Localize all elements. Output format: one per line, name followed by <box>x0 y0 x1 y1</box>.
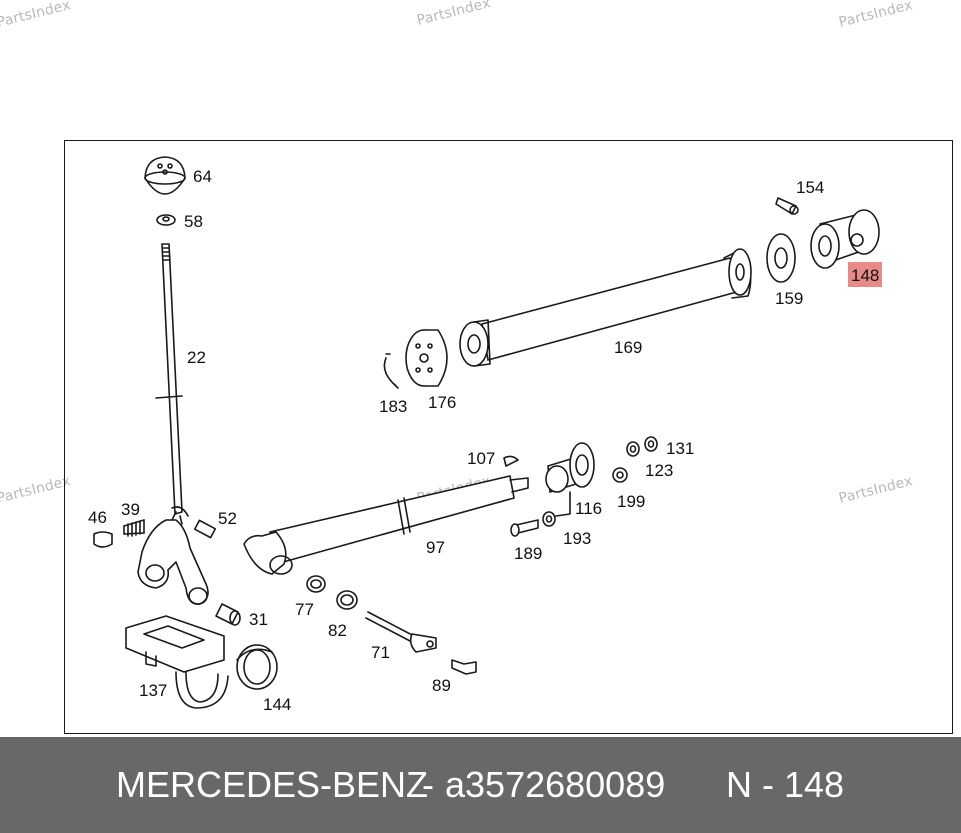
label-169: 169 <box>614 338 643 357</box>
bushing-part <box>215 603 241 626</box>
brand-name: MERCEDES-BENZ <box>116 764 429 805</box>
label-89: 89 <box>432 676 451 695</box>
screw-part <box>451 659 477 675</box>
label-183: 183 <box>379 397 408 416</box>
label-97: 97 <box>426 538 445 557</box>
label-189: 189 <box>514 544 543 563</box>
label-176: 176 <box>428 393 457 412</box>
grease-nipple-part <box>775 197 799 215</box>
label-116: 116 <box>575 499 603 518</box>
bracket-part <box>125 615 229 709</box>
label-193: 193 <box>563 529 592 548</box>
position-number: N - 148 <box>726 764 845 805</box>
label-39: 39 <box>121 500 140 519</box>
label-137: 137 <box>139 681 168 700</box>
flex-disc-part <box>405 329 448 387</box>
label-199: 199 <box>617 492 646 511</box>
label-148-highlighted: 148 <box>848 262 883 287</box>
label-144: 144 <box>263 695 292 714</box>
shift-lever-part <box>155 243 189 517</box>
washer-part <box>306 575 326 593</box>
label-52: 52 <box>218 509 237 528</box>
label-123: 123 <box>645 461 674 480</box>
gear-knob-part <box>144 156 186 195</box>
label-22: 22 <box>187 348 206 367</box>
label-159: 159 <box>775 289 804 308</box>
washer-part <box>542 511 556 527</box>
part-number: a3572680089 <box>445 764 666 805</box>
screw-part <box>193 519 217 539</box>
label-82: 82 <box>328 621 347 640</box>
flange-hub-part <box>545 442 595 517</box>
diagram-frame <box>64 140 953 734</box>
label-71: 71 <box>371 643 390 662</box>
footer-bar: MERCEDES-BENZ - a3572680089 N - 148 <box>0 737 961 833</box>
universal-joint-part <box>810 209 880 269</box>
label-64: 64 <box>193 167 212 186</box>
spring-part <box>123 519 145 537</box>
label-131: 131 <box>666 439 695 458</box>
separator: - <box>422 764 434 805</box>
pin-part <box>365 611 437 653</box>
ring-part <box>236 644 278 690</box>
lever-fork-part <box>137 511 209 605</box>
flange-plate-part <box>766 233 796 283</box>
label-58: 58 <box>184 212 203 231</box>
clip-part <box>503 455 519 467</box>
label-31: 31 <box>249 610 268 629</box>
bolt-part <box>510 519 539 537</box>
cap-part <box>93 531 113 548</box>
label-77: 77 <box>295 600 314 619</box>
nut-part <box>156 214 176 226</box>
label-107: 107 <box>467 449 496 468</box>
circlip-part <box>383 353 399 389</box>
bushing-part <box>336 590 358 610</box>
drive-shaft-part <box>243 475 529 575</box>
nut-part <box>612 436 658 483</box>
label-46: 46 <box>88 508 107 527</box>
label-154: 154 <box>796 178 825 197</box>
propeller-shaft-part <box>459 248 752 367</box>
